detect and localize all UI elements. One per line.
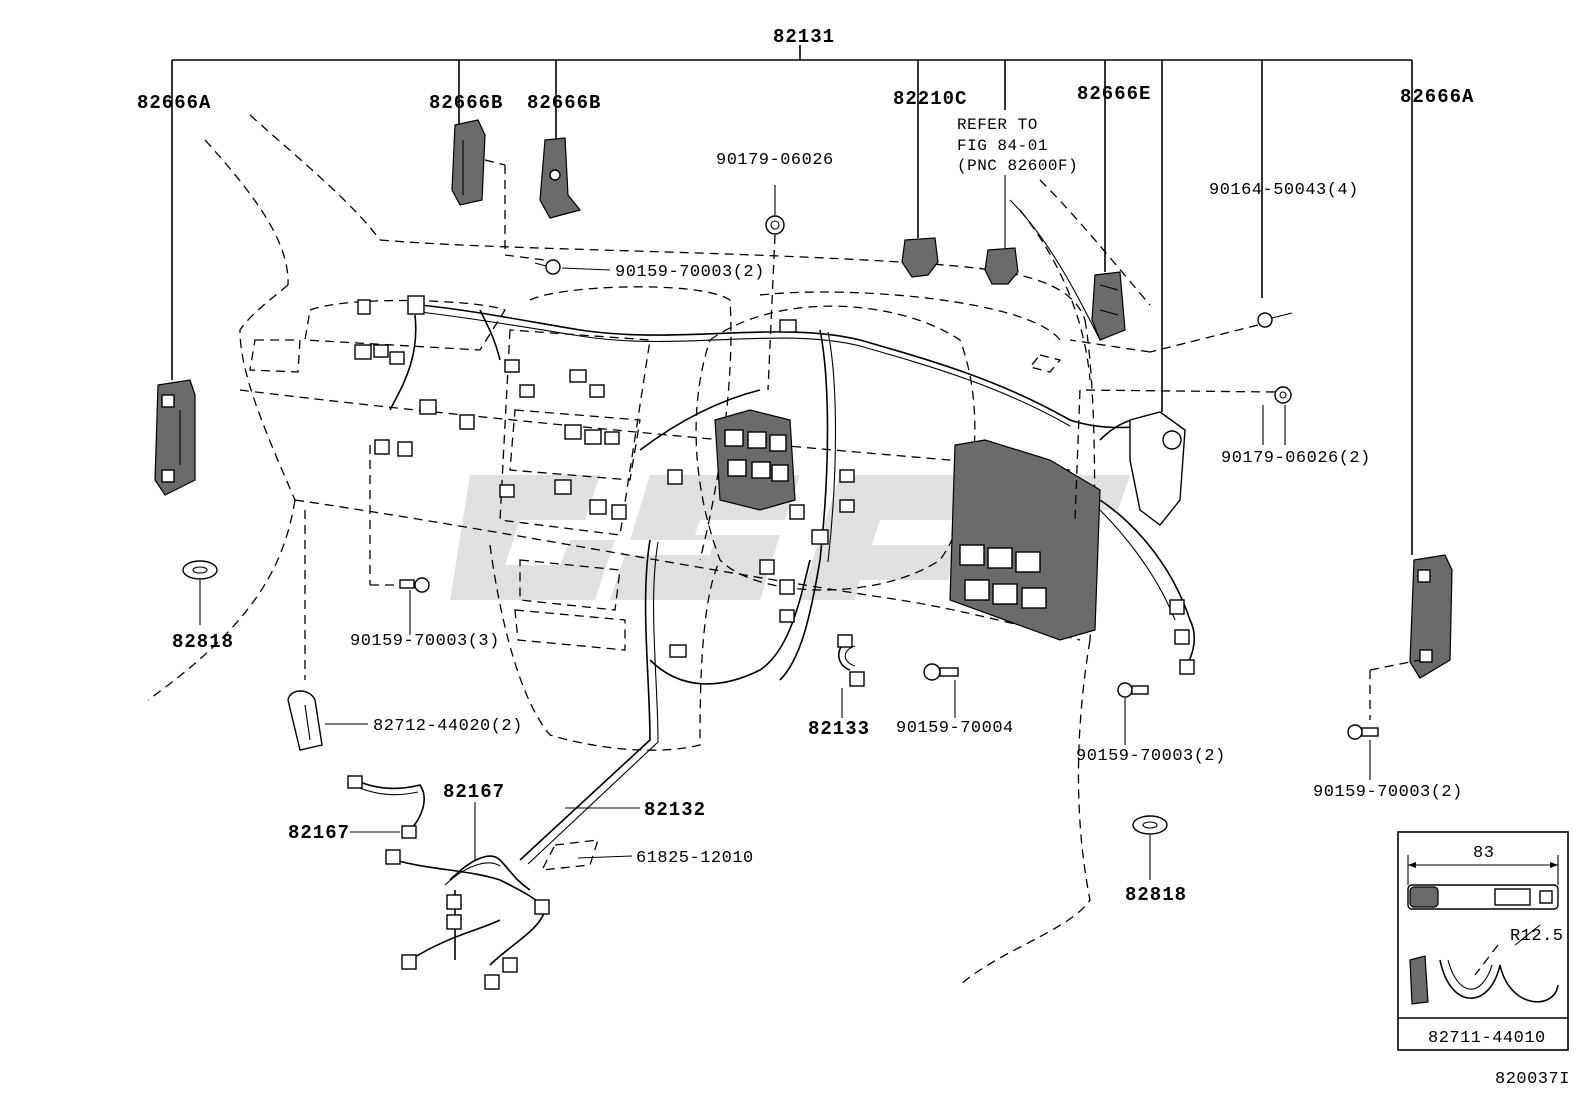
- label-90164-50043: 90164-50043(4): [1209, 181, 1359, 200]
- refer-line-1: REFER TO: [957, 116, 1038, 134]
- inset-box: [1397, 831, 1569, 1051]
- label-82818-left: 82818: [172, 631, 234, 653]
- inset-dimension: 83: [1473, 844, 1494, 863]
- label-90159-70004: 90159-70004: [896, 719, 1014, 738]
- label-90159-70003-far-right: 90159-70003(2): [1313, 783, 1463, 802]
- screw-left-icon: [369, 445, 430, 635]
- label-82210c: 82210C: [893, 88, 967, 110]
- refer-line-2: FIG 84-01: [957, 137, 1048, 155]
- grommet-bottom-icon: [1132, 815, 1168, 880]
- clamp-82666a-left-icon: [154, 379, 196, 496]
- label-82132: 82132: [644, 799, 706, 821]
- screw-top-icon: [534, 259, 611, 275]
- label-82167-left: 82167: [288, 822, 350, 844]
- label-82133: 82133: [808, 718, 870, 740]
- relay-82210c-icon: [901, 237, 939, 278]
- label-61825-12010: 61825-12010: [636, 849, 754, 868]
- bolt-90164-icon: [1069, 312, 1293, 353]
- label-82818-bottom: 82818: [1125, 884, 1187, 906]
- label-90159-70003-lower-right: 90159-70003(2): [1076, 747, 1226, 766]
- label-90159-70003-left: 90159-70003(3): [350, 632, 500, 651]
- clamp-82666b-2-icon: [539, 137, 582, 219]
- sub-harness-82167-icon: [347, 775, 640, 990]
- label-82666e: 82666E: [1077, 83, 1151, 105]
- figure-id: 820037I: [1495, 1070, 1570, 1089]
- grommet-left-icon: [182, 560, 218, 625]
- label-90159-70003-top: 90159-70003(2): [615, 263, 765, 282]
- label-82666b-2: 82666B: [527, 92, 601, 114]
- label-90179-06026-top: 90179-06026: [716, 151, 834, 170]
- clamp-82666b-1-icon: [451, 119, 546, 261]
- label-90179-06026-right: 90179-06026(2): [1221, 449, 1371, 468]
- clip-82712-icon: [287, 690, 368, 751]
- label-82666a-right: 82666A: [1400, 86, 1474, 108]
- junction-block-center: [714, 409, 796, 511]
- harness-82133-icon: [837, 634, 865, 718]
- panel-connectors: [354, 295, 1195, 675]
- clip-90179-top-icon: [765, 185, 785, 391]
- clip-90179-right-icon: [1074, 386, 1292, 521]
- label-82167-upper: 82167: [443, 781, 505, 803]
- label-82131: 82131: [773, 26, 835, 48]
- label-82712-44020: 82712-44020(2): [373, 717, 523, 736]
- screw-lower-right-icon: [1117, 682, 1149, 745]
- relay-82600f-icon: [984, 175, 1101, 341]
- inset-radius: R12.5: [1510, 927, 1564, 946]
- screw-center-icon: [923, 663, 959, 718]
- label-82666b-1: 82666B: [429, 92, 503, 114]
- main-harness-leader: [171, 45, 1413, 555]
- label-61825-icon: [540, 839, 633, 871]
- screw-far-right-icon: [1347, 724, 1379, 780]
- junction-block-right: [949, 411, 1186, 641]
- inset-part-number: 82711-44010: [1428, 1029, 1546, 1048]
- clamp-82666e-icon: [1091, 271, 1126, 341]
- label-82666a-left: 82666A: [137, 92, 211, 114]
- refer-line-3: (PNC 82600F): [957, 157, 1078, 175]
- clamp-82666a-right-icon: [1369, 554, 1453, 720]
